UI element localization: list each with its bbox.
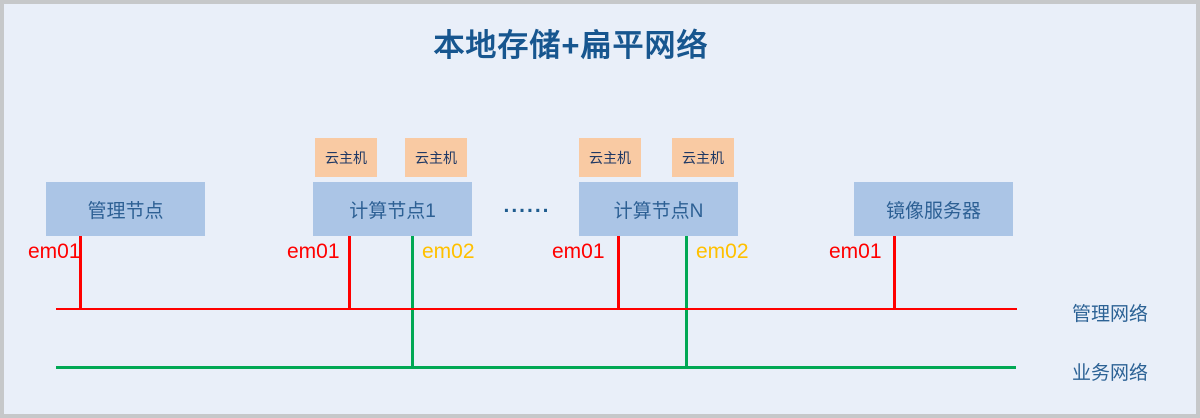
vm-box: 云主机 [405, 138, 467, 177]
mgmt-link-line [893, 236, 896, 309]
nic-label-em01: em01 [829, 240, 882, 263]
business-network-line [56, 366, 1016, 369]
nic-label-em02: em02 [422, 240, 475, 263]
node-management: 管理节点 [46, 182, 205, 236]
diagram-title: 本地存储+扁平网络 [433, 28, 709, 63]
nic-label-em01: em01 [552, 240, 605, 263]
business-link-line [685, 236, 688, 369]
ellipsis-dots: ...... [503, 194, 551, 217]
nic-label-em01: em01 [287, 240, 340, 263]
mgmt-network-line [56, 308, 1017, 310]
vm-box: 云主机 [672, 138, 734, 177]
node-compute-n: 计算节点N [579, 182, 738, 236]
vm-box: 云主机 [579, 138, 641, 177]
nic-label-em02: em02 [696, 240, 749, 263]
mgmt-link-line [79, 236, 82, 309]
node-compute-1: 计算节点1 [313, 182, 472, 236]
mgmt-link-line [617, 236, 620, 309]
business-link-line [411, 236, 414, 369]
nic-label-em01: em01 [28, 240, 81, 263]
mgmt-network-label: 管理网络 [1072, 304, 1149, 325]
vm-box: 云主机 [315, 138, 377, 177]
business-network-label: 业务网络 [1072, 363, 1149, 384]
node-image-server: 镜像服务器 [854, 182, 1013, 236]
mgmt-link-line [348, 236, 351, 309]
